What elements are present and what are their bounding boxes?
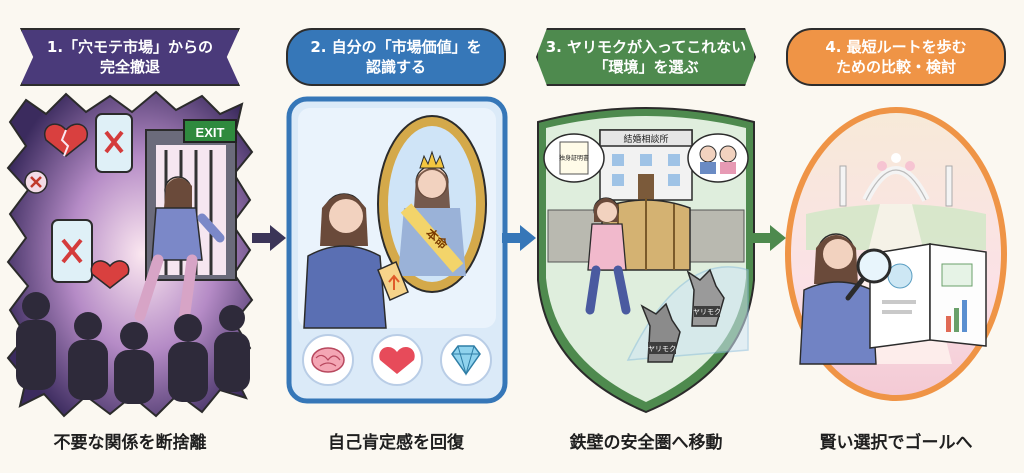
phone-cross-icon xyxy=(51,219,93,283)
mirror-icon: 本命 xyxy=(377,115,487,293)
building-sign: 結婚相談所 xyxy=(623,133,668,145)
phone-cross-icon xyxy=(95,113,133,173)
step-2-title-line2: 認識する xyxy=(365,58,426,76)
arrow-right-icon xyxy=(502,225,536,251)
step-3: 3. ヤリモクが入ってこれない 「環境」を選ぶ 結婚相談所 独身証明書 xyxy=(522,0,770,473)
crown-icon xyxy=(419,150,445,169)
step-1-title-line1: 1.「穴モテ市場」からの xyxy=(46,38,214,56)
certificate-icon: 独身証明書 xyxy=(543,133,605,183)
step-1-title-line2: 完全撤退 xyxy=(99,58,160,76)
step-3-caption: 鉄壁の安全圏へ移動 xyxy=(569,433,723,453)
building-icon: 結婚相談所 xyxy=(599,129,693,201)
step-2-illustration: 本命 xyxy=(286,96,508,404)
magnifier-icon xyxy=(845,248,892,301)
step-3-illustration: 結婚相談所 独身証明書 xyxy=(537,107,755,414)
broken-heart-icon xyxy=(90,260,130,289)
step-3-title-line1: 3. ヤリモクが入ってこれない xyxy=(545,38,747,56)
step-1-caption: 不要な関係を断捨離 xyxy=(53,433,207,453)
wolf-icon: ヤリモク xyxy=(686,268,725,327)
crowd-silhouettes xyxy=(16,292,250,404)
exit-sign: EXIT xyxy=(196,125,225,140)
step-3-banner: 3. ヤリモクが入ってこれない 「環境」を選ぶ xyxy=(536,28,756,86)
broken-heart-icon xyxy=(43,123,89,157)
diamond-icon xyxy=(440,334,492,386)
step-1-illustration: EXIT xyxy=(6,90,254,418)
step-1-banner: 1.「穴モテ市場」からの 完全撤退 xyxy=(20,28,240,86)
step-2-title-line1: 2. 自分の「市場価値」を xyxy=(310,38,482,56)
step-3-title-line2: 「環境」を選ぶ xyxy=(593,58,699,76)
certificate-label: 独身証明書 xyxy=(559,154,589,162)
couple-bubble xyxy=(687,133,749,183)
arrow-right-icon xyxy=(252,225,286,251)
heart-icon xyxy=(371,334,423,386)
wolf-tag-2: ヤリモク xyxy=(693,308,721,316)
step-4-illustration xyxy=(785,107,1007,401)
arrow-right-icon xyxy=(752,225,786,251)
woman-walking-figure xyxy=(585,197,631,315)
step-4-title-line1: 4. 最短ルートを歩む xyxy=(825,38,967,56)
step-4-title-line2: ための比較・検討 xyxy=(835,58,956,76)
step-2-caption: 自己肯定感を回復 xyxy=(328,433,464,453)
woman-leaving-figure xyxy=(134,176,225,326)
woman-reading-figure xyxy=(799,233,877,365)
wedding-arch-icon xyxy=(839,153,953,207)
step-2-banner: 2. 自分の「市場価値」を 認識する xyxy=(286,28,506,86)
price-tag-icon xyxy=(377,260,409,302)
brain-icon xyxy=(302,334,354,386)
step-4-caption: 賢い選択でゴールへ xyxy=(819,433,973,453)
woman-figure xyxy=(303,193,387,329)
wolf-tag-1: ヤリモク xyxy=(648,345,676,353)
step-4-banner: 4. 最短ルートを歩む ための比較・検討 xyxy=(786,28,1006,86)
step-4: 4. 最短ルートを歩む ための比較・検討 xyxy=(772,0,1020,473)
step-2: 2. 自分の「市場価値」を 認識する 本命 xyxy=(272,0,520,473)
wolf-icon: ヤリモク xyxy=(640,302,681,363)
step-1: 1.「穴モテ市場」からの 完全撤退 EXIT xyxy=(6,0,254,473)
